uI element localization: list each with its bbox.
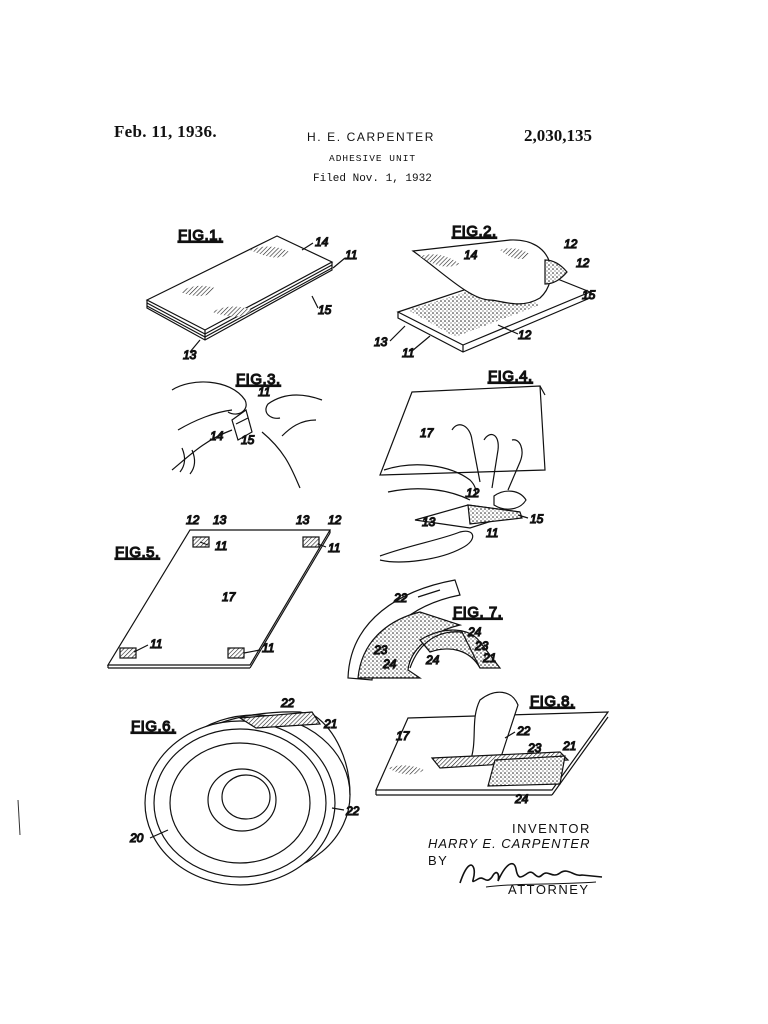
fig4-ref-11: 11 (486, 526, 498, 540)
fig7-ref-24b: 24 (382, 657, 397, 671)
fig5-ref-11d: 11 (262, 641, 274, 655)
fig1-ref-15: 15 (318, 303, 332, 317)
fig1-ref-11: 11 (345, 248, 357, 262)
fig5-ref-12a: 12 (186, 513, 200, 527)
fig4-ref-15: 15 (530, 512, 544, 526)
figure-5-label: FIG.5. (115, 544, 160, 561)
fig2-ref-12c: 12 (518, 328, 532, 342)
fig8-ref-17: 17 (396, 729, 411, 743)
fig5-ref-17: 17 (222, 590, 237, 604)
fig7-ref-24a: 24 (467, 625, 482, 639)
fig8-ref-22: 22 (516, 724, 531, 738)
figure-7: FIG. 7. 22 24 23 23 24 24 21 (347, 579, 502, 681)
fig6-ref-22b: 22 (345, 804, 360, 818)
fig2-ref-12a: 12 (564, 237, 578, 251)
figure-5: FIG.5. 12 13 11 13 12 11 17 11 11 (106, 512, 342, 669)
attorney-label: ATTORNEY (508, 882, 590, 897)
fig7-ref-23b: 23 (474, 639, 489, 653)
figure-2: FIG.2. 14 12 12 15 13 11 12 (373, 222, 596, 360)
fig5-ref-13b: 13 (296, 513, 310, 527)
figure-8-label: FIG.8. (530, 693, 575, 710)
fig5-ref-11c: 11 (150, 637, 162, 651)
fig4-ref-17: 17 (420, 426, 435, 440)
fig8-ref-23: 23 (527, 741, 542, 755)
figure-3-label: FIG.3. (236, 371, 281, 388)
fig6-ref-21: 21 (323, 717, 337, 731)
filed-date: Filed Nov. 1, 1932 (313, 173, 432, 185)
figure-7-label: FIG. 7. (453, 604, 502, 621)
figure-8: FIG.8. 17 22 23 21 24 (375, 691, 610, 807)
figure-6-label: FIG.6. (131, 718, 176, 735)
fig5-ref-11b: 11 (328, 541, 340, 555)
fig2-ref-12b: 12 (576, 256, 590, 270)
inventor-header-name: H. E. CARPENTER (307, 130, 436, 144)
fig4-ref-13: 13 (422, 515, 436, 529)
fig3-ref-11: 11 (258, 385, 270, 399)
patent-number: 2,030,135 (524, 126, 592, 145)
fig1-ref-13: 13 (183, 348, 197, 362)
inventor-label: INVENTOR (512, 821, 591, 836)
figure-1: FIG.1. 14 11 15 13 (145, 226, 358, 363)
fig2-ref-11: 11 (402, 346, 414, 360)
fig7-ref-24c: 24 (425, 653, 440, 667)
fig5-ref-11a: 11 (215, 539, 227, 553)
fig8-ref-24: 24 (514, 792, 529, 806)
fig8-ref-21: 21 (562, 739, 576, 753)
fig1-ref-14: 14 (315, 235, 329, 249)
fig2-ref-13: 13 (374, 335, 388, 349)
figure-3: FIG.3. 11 14 15 (171, 370, 323, 489)
patent-title: ADHESIVE UNIT (329, 153, 417, 164)
figure-2-label: FIG.2. (452, 223, 497, 240)
margin-mark (17, 799, 21, 836)
fig6-ref-22a: 22 (280, 696, 295, 710)
fig3-ref-15: 15 (241, 433, 255, 447)
figure-1-label: FIG.1. (178, 227, 223, 244)
fig7-ref-22: 22 (393, 591, 408, 605)
fig4-ref-12: 12 (466, 486, 480, 500)
fig3-ref-14: 14 (210, 429, 224, 443)
by-label: BY (428, 853, 449, 868)
attorney-signature (459, 862, 603, 888)
fig7-ref-23a: 23 (373, 643, 388, 657)
fig2-ref-14: 14 (464, 248, 478, 262)
inventor-full-name: HARRY E. CARPENTER (428, 836, 591, 851)
fig6-ref-20: 20 (129, 831, 144, 845)
figure-6: FIG.6. 22 21 20 22 (128, 695, 360, 886)
fig2-ref-15: 15 (582, 288, 596, 302)
figure-4-label: FIG.4. (488, 368, 533, 385)
fig5-ref-13a: 13 (213, 513, 227, 527)
patent-date: Feb. 11, 1936. (114, 122, 217, 141)
fig7-ref-21: 21 (482, 651, 496, 665)
figure-4: FIG.4. 17 12 13 11 15 (379, 367, 546, 563)
fig5-ref-12b: 12 (328, 513, 342, 527)
